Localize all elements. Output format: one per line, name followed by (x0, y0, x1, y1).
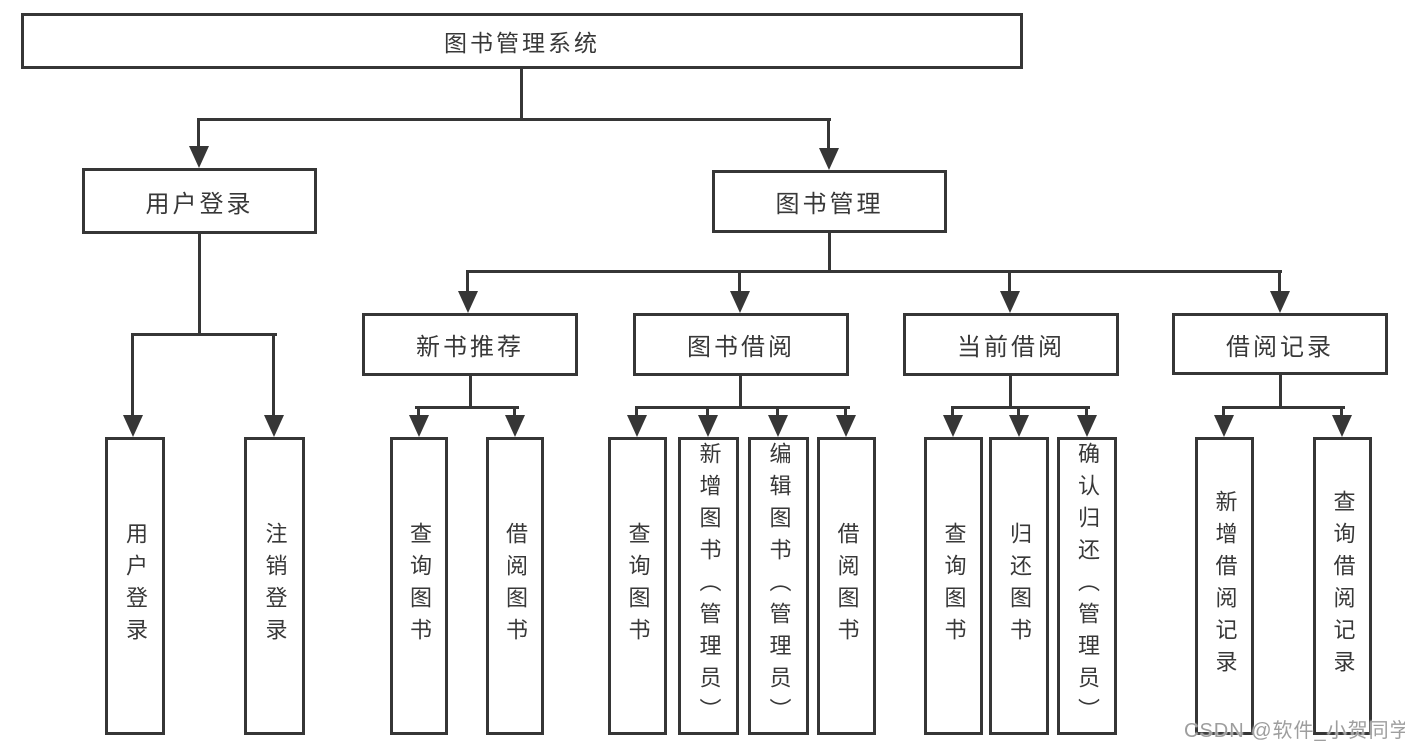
connector-records-stem (1279, 373, 1282, 409)
node-borrowing-records: 借阅记录 (1172, 313, 1388, 375)
leaf-confirm-return-admin: 确认归还（管理员） (1057, 437, 1117, 735)
leaf-current-query-books: 查询图书 (924, 437, 983, 735)
arrow-to-records (1270, 272, 1290, 313)
arrow-to-leaf-logout (264, 335, 284, 437)
arrowhead-down-icon (836, 415, 856, 437)
connector-borrowing-rail (635, 406, 850, 409)
arrow-to-return-books (1009, 408, 1029, 437)
leaf-add-borrow-record: 新增借阅记录 (1195, 437, 1254, 735)
arrowhead-down-icon (264, 415, 284, 437)
node-book-management: 图书管理 (712, 170, 947, 233)
leaf-recommend-borrow-books: 借阅图书 (486, 437, 544, 735)
leaf-borrow-query-books-label: 查询图书 (625, 522, 651, 650)
user-login-label: 用户登录 (145, 190, 254, 218)
leaf-confirm-return-admin-label: 确认归还（管理员） (1075, 442, 1100, 730)
arrowhead-down-icon (768, 415, 788, 437)
node-user-login: 用户登录 (82, 168, 317, 234)
arrowhead-down-icon (943, 415, 963, 437)
arrow-to-borrow-books (836, 408, 856, 437)
connector-current-rail (951, 406, 1090, 409)
leaf-return-books: 归还图书 (989, 437, 1049, 735)
connector-recommend-rail (415, 406, 519, 409)
node-library-management-system: 图书管理系统 (21, 13, 1023, 69)
connector-login-rail (131, 333, 277, 336)
book-borrowing-label: 图书借阅 (687, 334, 795, 361)
root-label: 图书管理系统 (444, 30, 600, 56)
connector-borrowing-stem (739, 374, 742, 409)
arrow-to-current (1000, 272, 1020, 313)
new-book-recommendation-label: 新书推荐 (416, 334, 524, 361)
connector-root-stem (520, 66, 523, 121)
arrowhead-down-icon (698, 415, 718, 437)
leaf-edit-books-admin-label: 编辑图书（管理员） (766, 442, 792, 730)
arrow-to-leaf-user-login (123, 335, 143, 437)
leaf-add-books-admin: 新增图书（管理员） (678, 437, 739, 735)
arrow-to-add-books (698, 408, 718, 437)
leaf-recommend-query-books: 查询图书 (390, 437, 448, 735)
arrow-to-user-login (189, 119, 209, 168)
leaf-logout: 注销登录 (244, 437, 305, 735)
connector-root-rail (197, 118, 831, 121)
leaf-edit-books-admin: 编辑图书（管理员） (748, 437, 809, 735)
arrowhead-down-icon (627, 415, 647, 437)
connector-user-login-stem (198, 231, 201, 336)
leaf-recommend-query-books-label: 查询图书 (407, 522, 432, 650)
leaf-borrow-books-label: 借阅图书 (834, 522, 860, 650)
leaf-user-login: 用户登录 (105, 437, 165, 735)
leaf-add-books-admin-label: 新增图书（管理员） (696, 442, 722, 730)
leaf-borrow-books: 借阅图书 (817, 437, 876, 735)
borrowing-records-label: 借阅记录 (1226, 333, 1334, 361)
leaf-logout-label: 注销登录 (262, 522, 288, 650)
arrowhead-down-icon (409, 415, 429, 437)
node-new-book-recommendation: 新书推荐 (362, 313, 578, 376)
arrowhead-down-icon (123, 415, 143, 437)
arrowhead-down-icon (189, 146, 209, 168)
leaf-query-borrow-record: 查询借阅记录 (1313, 437, 1372, 735)
current-borrowing-label: 当前借阅 (957, 334, 1065, 361)
leaf-return-books-label: 归还图书 (1007, 522, 1032, 650)
connector-management-rail (466, 270, 1282, 273)
leaf-add-borrow-record-label: 新增借阅记录 (1212, 490, 1238, 682)
leaf-recommend-borrow-books-label: 借阅图书 (503, 522, 528, 650)
arrow-to-recommend (458, 272, 478, 313)
arrow-to-current-query (943, 408, 963, 437)
arrowhead-down-icon (1009, 415, 1029, 437)
connector-records-rail (1222, 406, 1345, 409)
arrowhead-down-icon (1332, 415, 1352, 437)
node-book-borrowing: 图书借阅 (633, 313, 849, 376)
arrowhead-down-icon (730, 291, 750, 313)
arrowhead-down-icon (1000, 291, 1020, 313)
arrow-to-recommend-query (409, 408, 429, 437)
connector-current-stem (1009, 374, 1012, 409)
arrowhead-down-icon (505, 415, 525, 437)
arrowhead-down-icon (458, 291, 478, 313)
connector-book-management-stem (828, 231, 831, 273)
leaf-borrow-query-books: 查询图书 (608, 437, 667, 735)
leaf-query-borrow-record-label: 查询借阅记录 (1330, 490, 1356, 682)
connector-recommend-stem (469, 374, 472, 409)
arrow-to-query-record (1332, 408, 1352, 437)
arrow-to-borrow-query (627, 408, 647, 437)
arrow-to-book-management (819, 119, 839, 170)
arrowhead-down-icon (1077, 415, 1097, 437)
arrowhead-down-icon (1270, 291, 1290, 313)
arrowhead-down-icon (819, 148, 839, 170)
leaf-current-query-books-label: 查询图书 (941, 522, 967, 650)
arrow-to-confirm-return (1077, 408, 1097, 437)
book-management-label: 图书管理 (775, 191, 884, 218)
arrow-to-edit-books (768, 408, 788, 437)
arrowhead-down-icon (1214, 415, 1234, 437)
arrow-to-recommend-borrow (505, 408, 525, 437)
watermark-text: CSDN @软件_小贺同学 (1184, 720, 1405, 742)
leaf-user-login-label: 用户登录 (123, 522, 148, 650)
arrow-to-add-record (1214, 408, 1234, 437)
node-current-borrowing: 当前借阅 (903, 313, 1119, 376)
arrow-to-borrowing (730, 272, 750, 313)
